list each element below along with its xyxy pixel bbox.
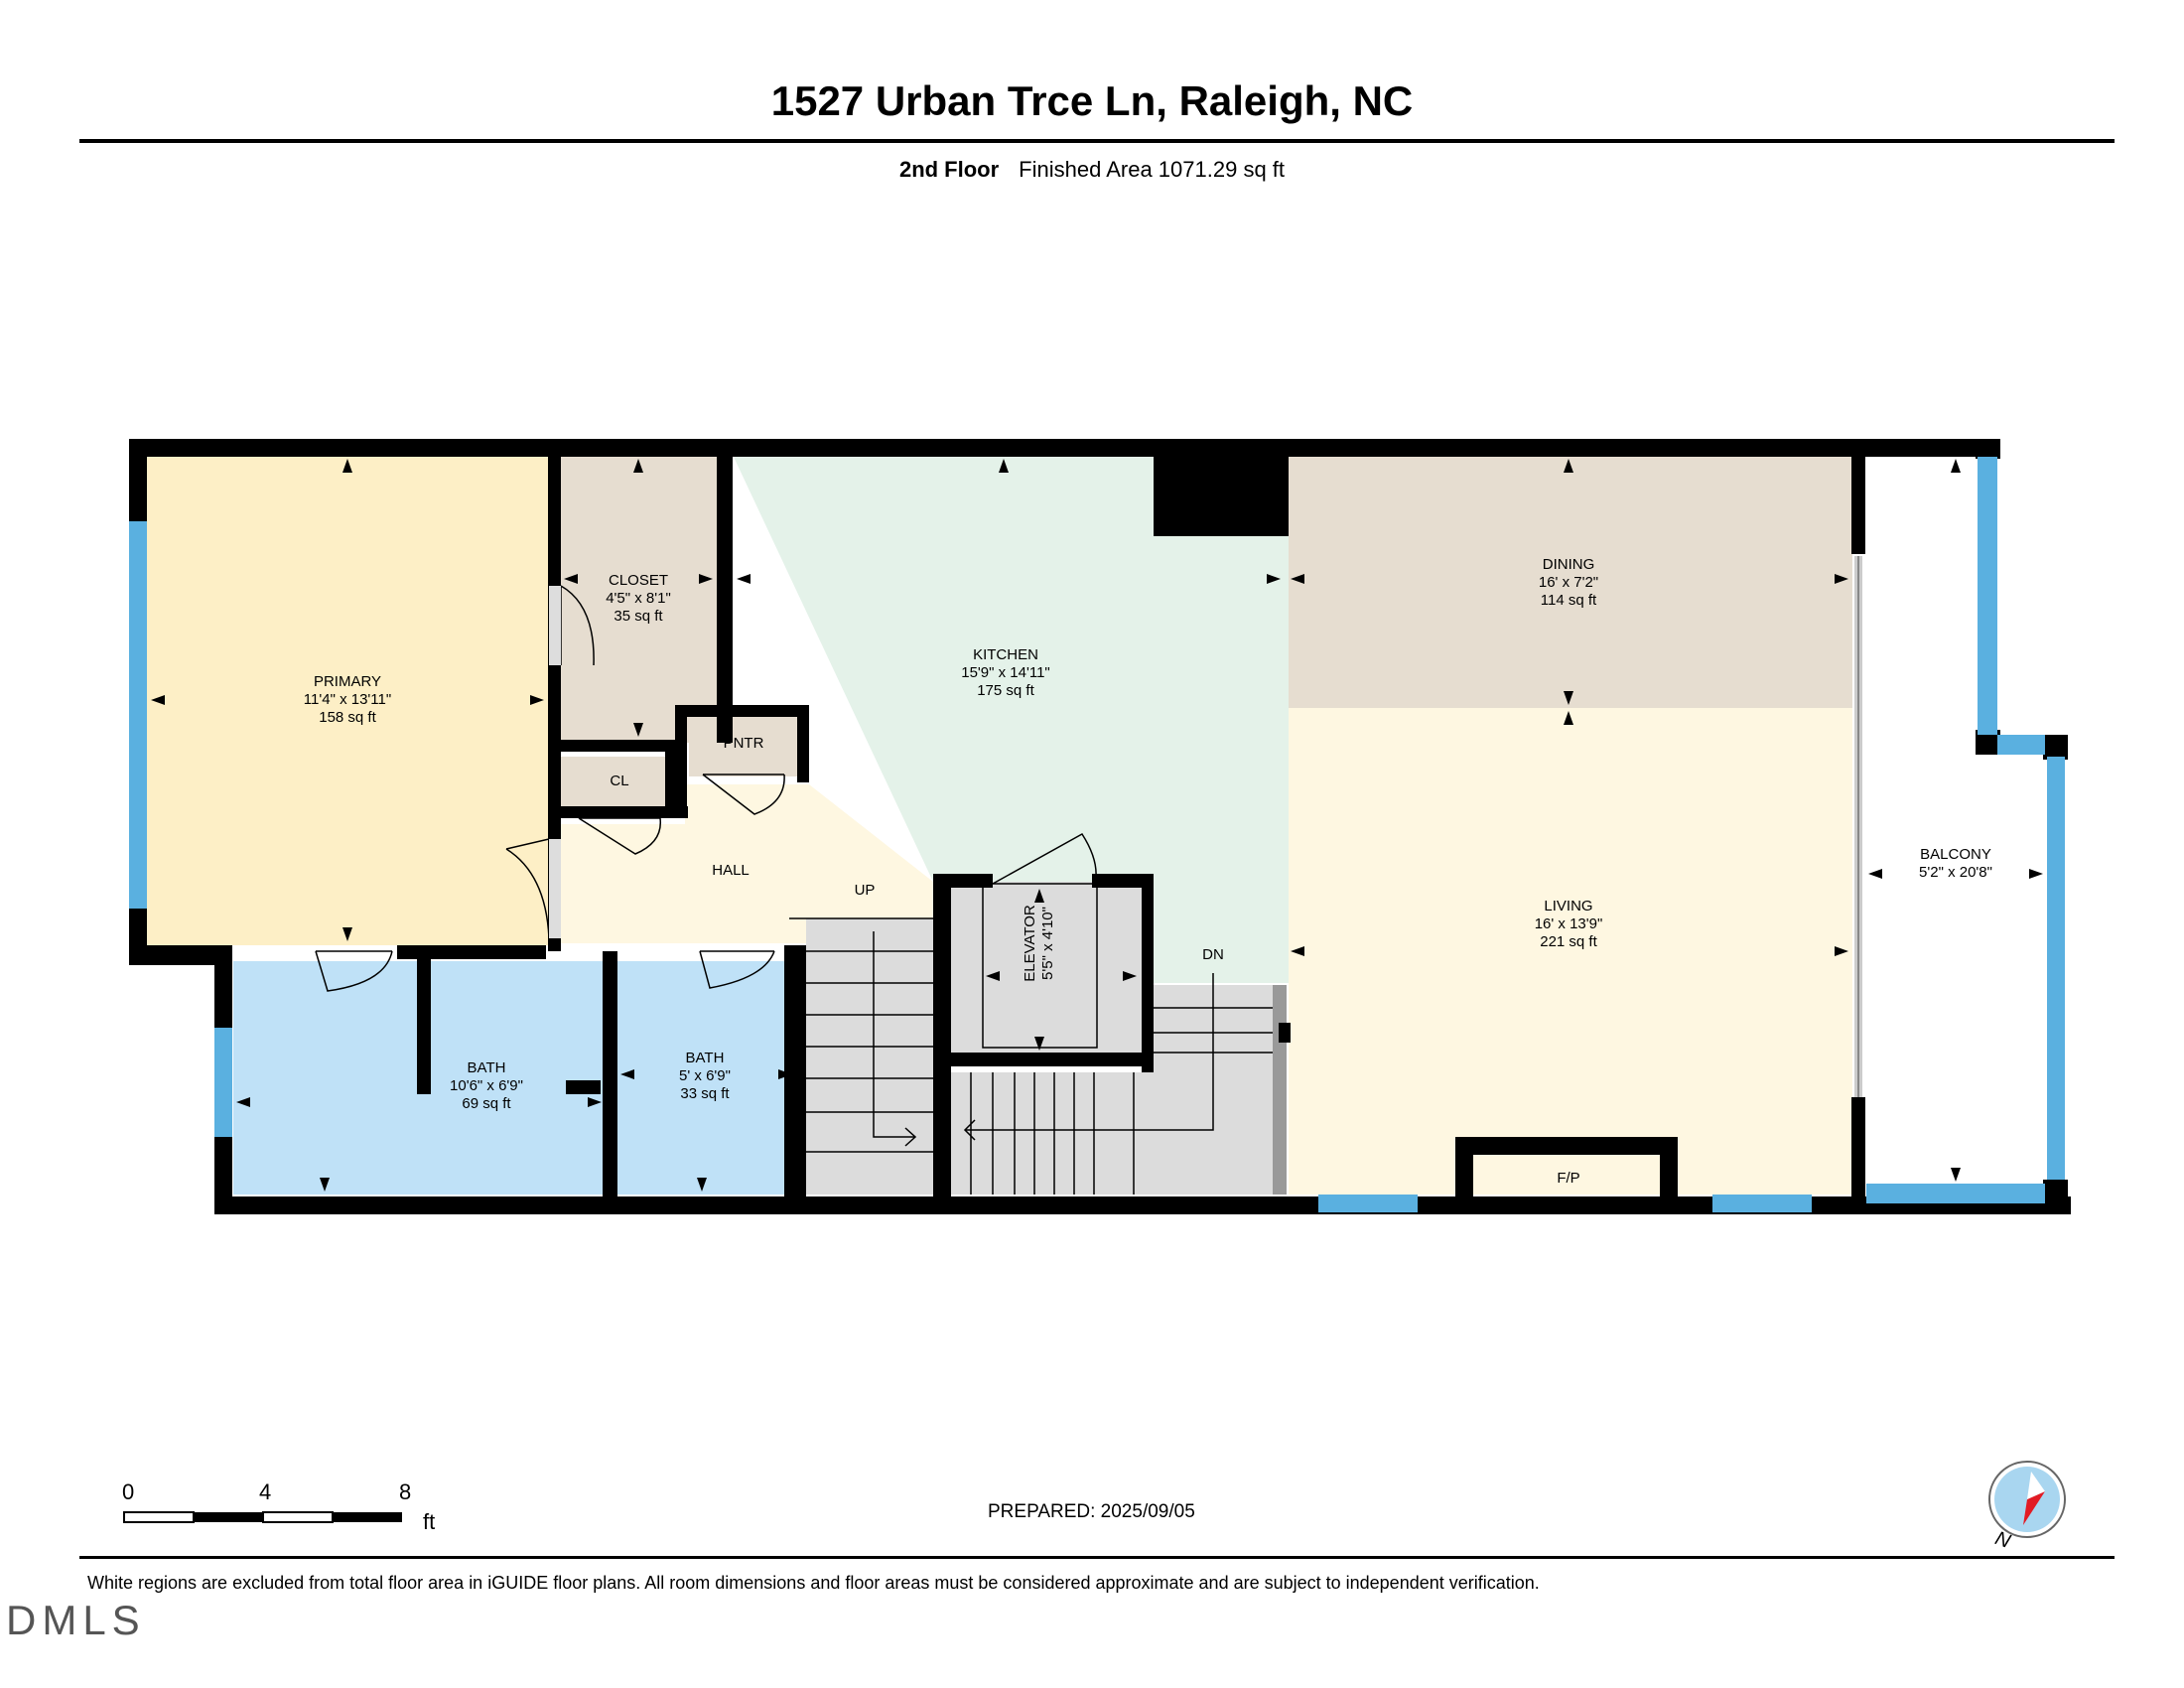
- elevator-shaft: [941, 882, 1142, 1065]
- pantry-room: [689, 717, 798, 776]
- kitchen-name: KITCHEN: [973, 646, 1038, 663]
- living-name: LIVING: [1544, 898, 1593, 914]
- disclaimer: White regions are excluded from total fl…: [87, 1573, 1540, 1593]
- fireplace-label: F/P: [1557, 1170, 1580, 1187]
- closet-name: CLOSET: [608, 572, 668, 589]
- primary-dims: 11'4" x 13'11": [303, 691, 392, 708]
- compass-icon: [1988, 1461, 2066, 1538]
- primary-area: 158 sq ft: [319, 709, 376, 726]
- stairs-up-label: UP: [854, 882, 876, 899]
- title-rule: [79, 139, 2115, 143]
- balcony-dims: 5'2" x 20'8": [1919, 864, 1992, 881]
- dining-area: 114 sq ft: [1540, 592, 1597, 609]
- dining-name: DINING: [1542, 556, 1595, 573]
- cl-label: CL: [610, 773, 629, 789]
- bath2-label: BATH 5' x 6'9" 33 sq ft: [679, 1050, 731, 1103]
- finished-area: Finished Area 1071.29 sq ft: [1019, 157, 1286, 182]
- elevator-label: ELEVATOR 5'5" x 4'10": [1022, 905, 1057, 982]
- windows: [129, 457, 2065, 1212]
- hall-room: [561, 784, 933, 943]
- elevator-name: ELEVATOR: [1022, 905, 1038, 982]
- bath2-area: 33 sq ft: [680, 1085, 730, 1102]
- closet-area: 35 sq ft: [614, 608, 663, 625]
- dining-dims: 16' x 7'2": [1538, 574, 1599, 591]
- bath2-dims: 5' x 6'9": [679, 1067, 731, 1084]
- stairs-down-label: DN: [1202, 946, 1224, 963]
- bath2-name: BATH: [685, 1050, 725, 1066]
- living-label: LIVING 16' x 13'9" 221 sq ft: [1535, 898, 1603, 951]
- door-swings: [315, 585, 1097, 992]
- sliding-door: [1854, 556, 1862, 1097]
- primary-label: PRIMARY 11'4" x 13'11" 158 sq ft: [304, 673, 391, 727]
- primary-room: [147, 455, 549, 945]
- balcony-label: BALCONY 5'2" x 20'8": [1919, 846, 1992, 882]
- bath1-dims: 10'6" x 6'9": [450, 1077, 523, 1094]
- kitchen-label: KITCHEN 15'9" x 14'11" 175 sq ft: [961, 646, 1050, 700]
- scale-tick-4: 4: [259, 1479, 272, 1504]
- cl-room: [561, 757, 670, 806]
- closet-dims: 4'5" x 8'1": [606, 590, 671, 607]
- kitchen-area: 175 sq ft: [977, 682, 1034, 699]
- living-room: [1289, 708, 1852, 1195]
- dining-label: DINING 16' x 7'2" 114 sq ft: [1539, 556, 1598, 610]
- elevator-dims: 5'5" x 4'10": [1039, 907, 1056, 980]
- prepared-date: PREPARED: 2025/09/05: [988, 1501, 1195, 1522]
- bath2-room: [617, 961, 796, 1195]
- floor-name: 2nd Floor: [898, 157, 1000, 182]
- closet-room: [561, 455, 717, 743]
- primary-name: PRIMARY: [313, 673, 382, 690]
- floor-subtitle: 2nd Floor Finished Area 1071.29 sq ft: [0, 157, 2184, 183]
- mls-watermark: DMLS: [6, 1597, 146, 1643]
- pantry-label: PNTR: [723, 735, 764, 752]
- living-dims: 16' x 13'9": [1534, 915, 1603, 932]
- stairs-up: [789, 917, 935, 1195]
- hall-label: HALL: [712, 862, 750, 879]
- living-area: 221 sq ft: [1540, 933, 1597, 950]
- kitchen-room: [733, 455, 1289, 983]
- scale-tick-8: 8: [399, 1479, 412, 1504]
- bath1-area: 69 sq ft: [462, 1095, 511, 1112]
- walls: [129, 439, 2071, 1214]
- scale-unit: ft: [423, 1509, 436, 1534]
- dining-room: [1289, 455, 1852, 708]
- scale-bar-graphic: [123, 1511, 402, 1523]
- closet-label: CLOSET 4'5" x 8'1" 35 sq ft: [606, 572, 671, 626]
- kitchen-dims: 15'9" x 14'11": [961, 664, 1050, 681]
- bath1-label: BATH 10'6" x 6'9" 69 sq ft: [450, 1059, 523, 1113]
- plan-title: 1527 Urban Trce Ln, Raleigh, NC: [770, 77, 1414, 124]
- balcony-name: BALCONY: [1920, 846, 1991, 863]
- stairs-down: [951, 973, 1287, 1195]
- footer-rule: [79, 1556, 2115, 1559]
- scale-tick-0: 0: [122, 1479, 135, 1504]
- bath1-name: BATH: [467, 1059, 506, 1076]
